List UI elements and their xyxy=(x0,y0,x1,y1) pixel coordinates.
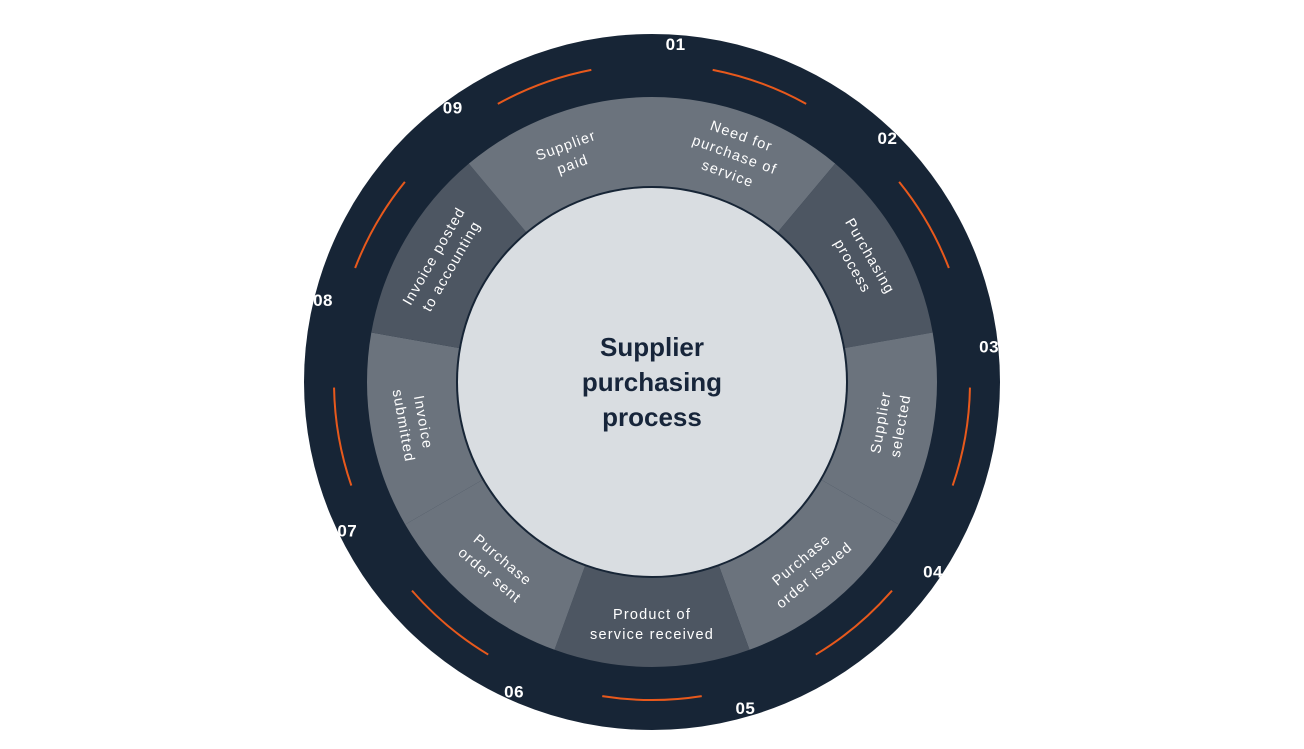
accent-arc xyxy=(497,68,592,105)
accent-arcs xyxy=(333,68,971,701)
segments-ring xyxy=(367,97,938,667)
segment-step-03 xyxy=(821,332,938,525)
accent-arc xyxy=(951,387,971,486)
step-number-05: 05 xyxy=(735,699,755,718)
step-number-02: 02 xyxy=(878,129,898,148)
step-numbers: 01 02 03 04 05 06 07 08 09 xyxy=(313,35,999,718)
step-number-07: 07 xyxy=(337,522,357,541)
accent-arc xyxy=(354,181,406,269)
segment-step-07 xyxy=(367,332,483,525)
accent-arc xyxy=(333,387,353,486)
segment-step-04 xyxy=(719,480,899,650)
segment-step-09 xyxy=(468,97,652,232)
center-disc xyxy=(458,188,846,576)
accent-arc xyxy=(898,181,950,269)
step-number-08: 08 xyxy=(313,291,333,310)
segment-step-05 xyxy=(554,566,750,667)
step-number-09: 09 xyxy=(443,99,463,118)
accent-arc xyxy=(712,68,807,105)
step-number-06: 06 xyxy=(504,683,524,702)
segment-step-06 xyxy=(405,480,585,650)
segment-step-08 xyxy=(371,163,527,348)
accent-arc xyxy=(411,589,489,656)
accent-arc xyxy=(815,589,893,656)
step-number-01: 01 xyxy=(666,35,686,54)
step-number-03: 03 xyxy=(979,338,999,357)
segment-step-01 xyxy=(652,97,836,232)
segment-step-02 xyxy=(777,163,933,348)
step-number-04: 04 xyxy=(923,563,943,582)
accent-arc xyxy=(602,695,702,701)
